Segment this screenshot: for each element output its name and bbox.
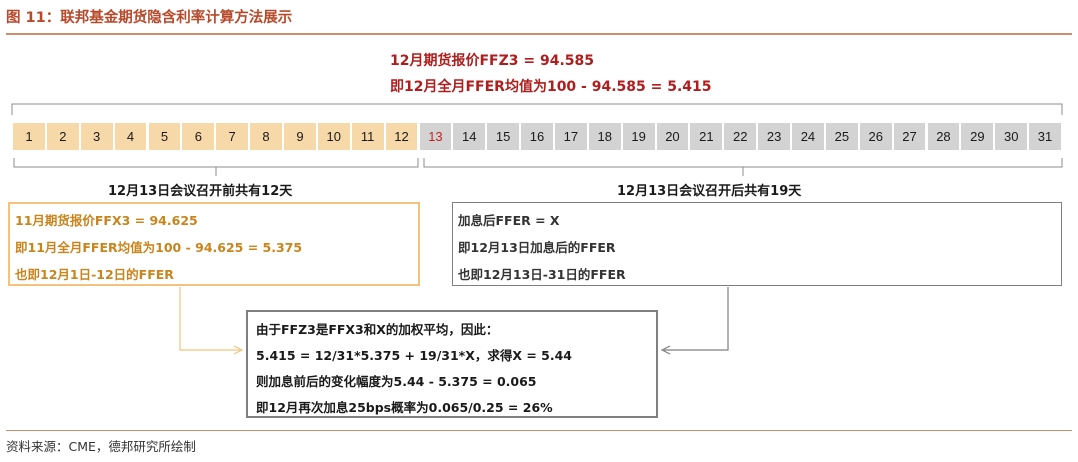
bottom-divider [6,430,1072,431]
day-cell-30: 30 [994,122,1029,151]
post-hike-box: 加息后FFER = X 即12月13日加息后的FFER 也即12月13日-31日… [452,202,1062,286]
day-cell-8: 8 [249,122,283,151]
post-meeting-label: 12月13日会议召开后共有19天 [617,184,802,199]
figure-title: 图 11：联邦基金期货隐含利率计算方法展示 [6,10,293,26]
post-meeting-bracket [423,158,1063,168]
pre-meeting-label: 12月13日会议召开前共有12天 [108,184,293,199]
day-cell-27: 27 [892,122,927,151]
monthly-average-line: 即12月全月FFER均值为100 - 94.585 = 5.415 [390,79,712,95]
day-cell-24: 24 [791,122,825,151]
day-cell-23: 23 [757,122,792,151]
day-cell-15: 15 [486,122,521,151]
day-cell-1: 1 [12,122,46,151]
day-cell-2: 2 [45,122,80,151]
day-cell-22: 22 [723,122,758,151]
box-right-line-2: 即12月13日加息后的FFER [458,240,616,255]
day-cell-3: 3 [79,122,114,151]
source-note: 资料来源：CME，德邦研究所绘制 [6,439,196,454]
box-left-line-1: 11月期货报价FFX3 = 94.625 [15,213,198,228]
left-arrow [179,287,240,351]
box-left-line-3: 也即12月1日-12日的FFER [15,267,174,282]
box-center-line-3: 则加息前后的变化幅度为5.44 - 5.375 = 0.065 [256,374,537,389]
day-cell-14: 14 [452,122,487,151]
day-cell-28: 28 [926,122,961,151]
november-futures-box: 11月期货报价FFX3 = 94.625 即11月全月FFER均值为100 - … [8,202,420,286]
day-cell-10: 10 [316,122,351,151]
box-left-line-2: 即11月全月FFER均值为100 - 94.625 = 5.375 [15,240,303,255]
day-cell-20: 20 [655,122,690,151]
right-arrow [664,287,729,351]
day-cell-19: 19 [621,122,656,151]
day-cell-18: 18 [587,122,622,151]
box-center-line-4: 即12月再次加息25bps概率为0.065/0.25 = 26% [256,400,553,415]
day-cell-13: 13 [418,122,453,151]
box-center-line-1: 由于FFZ3是FFX3和X的加权平均，因此： [256,322,499,337]
pre-meeting-bracket [13,158,419,168]
box-right-line-1: 加息后FFER = X [458,213,560,228]
day-cell-17: 17 [553,122,588,151]
day-cell-5: 5 [147,122,182,151]
day-cell-4: 4 [113,122,148,151]
right-arrowhead [660,345,671,355]
day-cell-11: 11 [350,122,385,151]
left-arrowhead [233,345,244,355]
box-right-line-3: 也即12月13日-31日的FFER [458,267,626,282]
weighted-average-box: 由于FFZ3是FFX3和X的加权平均，因此： 5.415 = 12/31*5.3… [246,310,658,418]
month-bracket [11,103,1063,115]
day-cell-29: 29 [960,122,995,151]
day-cell-31: 31 [1028,122,1062,151]
futures-quote-line: 12月期货报价FFZ3 = 94.585 [390,53,595,69]
day-cell-7: 7 [215,122,250,151]
day-cell-12: 12 [384,122,419,151]
day-cell-21: 21 [689,122,724,151]
day-cell-25: 25 [824,122,859,151]
day-cell-16: 16 [520,122,554,151]
day-cell-9: 9 [283,122,317,151]
title-divider [6,33,1072,35]
day-cell-6: 6 [181,122,216,151]
box-center-line-2: 5.415 = 12/31*5.375 + 19/31*X，求得X = 5.44 [256,348,573,363]
day-cell-26: 26 [858,122,893,151]
